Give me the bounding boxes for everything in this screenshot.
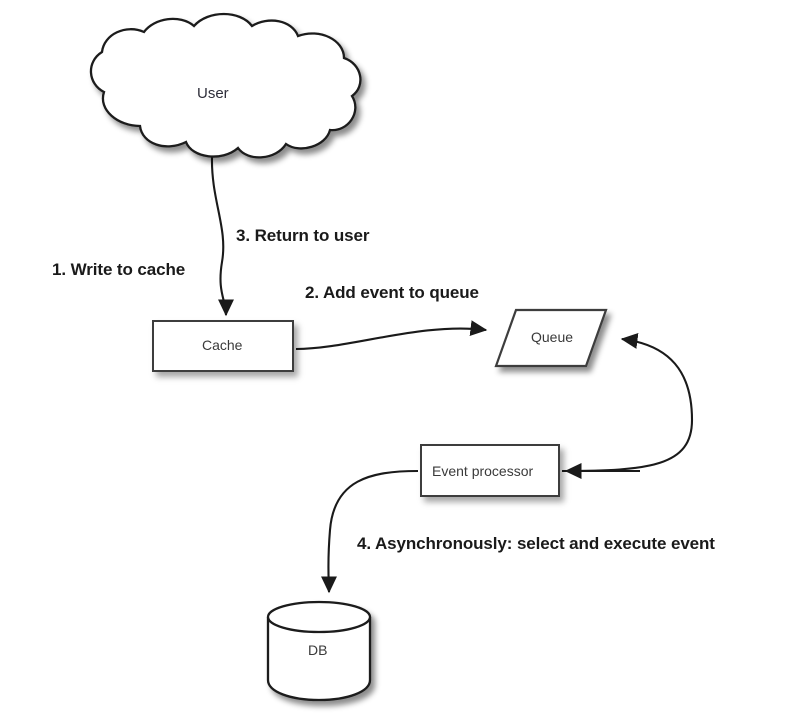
edge-eventproc-to-queue xyxy=(561,333,694,473)
step-label-add-event-to-queue: 2. Add event to queue xyxy=(305,283,479,302)
node-cache-label: Cache xyxy=(202,337,243,353)
step-label-asynchronous-execute: 4. Asynchronously: select and execute ev… xyxy=(357,534,715,553)
node-user-label: User xyxy=(197,85,229,102)
node-cache[interactable] xyxy=(152,320,294,372)
db-shape xyxy=(266,600,372,702)
queue-shape xyxy=(494,308,608,368)
step-label-return-to-user: 3. Return to user xyxy=(236,226,370,245)
node-db-label: DB xyxy=(308,642,328,658)
edge-eventproc-to-db xyxy=(321,469,419,594)
edge-user-to-cache xyxy=(210,156,234,317)
edge-cache-to-queue xyxy=(295,320,488,351)
node-event-processor-label: Event processor xyxy=(432,463,534,479)
cloud-shape xyxy=(89,12,362,159)
node-queue-label: Queue xyxy=(531,329,574,345)
step-label-write-to-cache: 1. Write to cache xyxy=(52,260,186,279)
node-event-processor[interactable] xyxy=(420,444,560,497)
